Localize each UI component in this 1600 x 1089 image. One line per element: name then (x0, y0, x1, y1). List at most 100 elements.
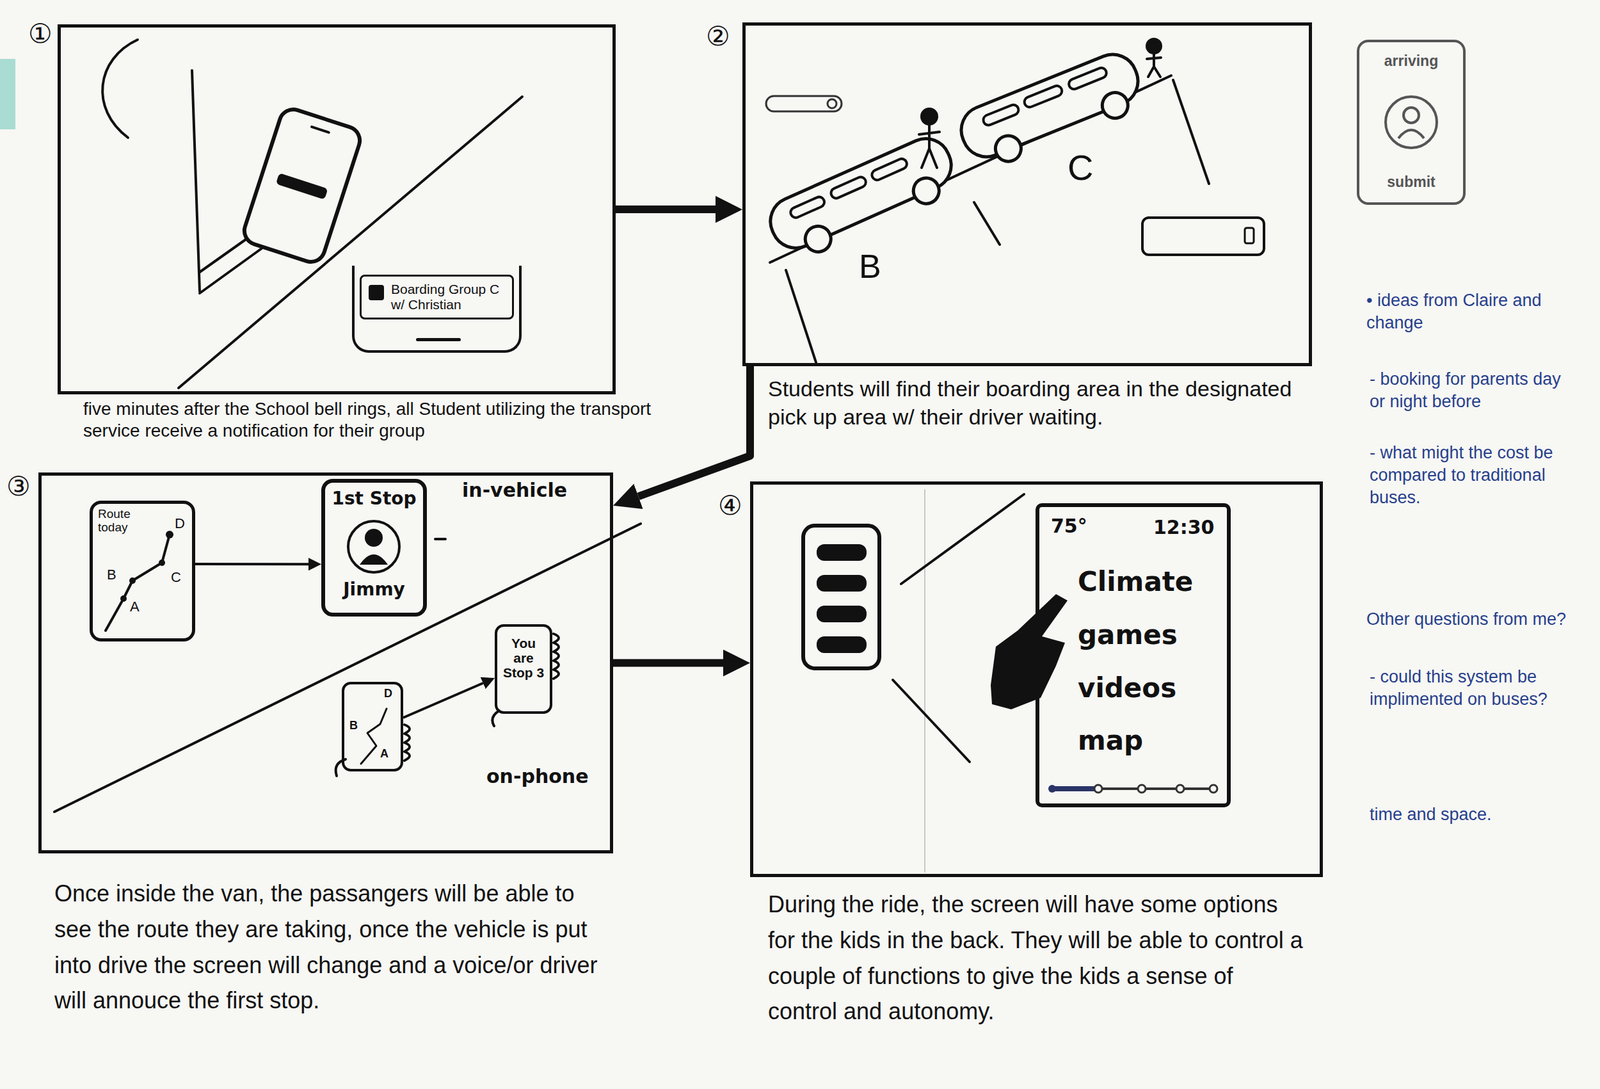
progress-stop (1048, 784, 1056, 793)
stop-letter: A (380, 746, 389, 761)
profile-body (1398, 129, 1424, 139)
dash-mark (435, 537, 446, 541)
profile-head (1403, 107, 1419, 123)
margin-note: - what might the cost be compared to tra… (1369, 441, 1591, 509)
screen-label: arriving (1359, 52, 1464, 71)
screen-box: Route todayDCBA (89, 500, 196, 642)
stop-letter: B (349, 718, 358, 733)
screen-label: submit (1359, 173, 1464, 192)
margin-note: • ideas from Claire and change (1366, 289, 1559, 335)
road-line (785, 270, 816, 363)
screen-box: 75°12:30Climategamesvideosmap (1035, 503, 1231, 808)
progress-stop (1094, 784, 1103, 793)
van (954, 47, 1151, 175)
stop-letter: D (384, 686, 393, 701)
screen-box: You are Stop 3 (494, 624, 553, 714)
screen-box: Boarding Group C w/ Christian (352, 265, 522, 353)
faint-slot (1142, 217, 1264, 255)
stop-letter: D (174, 515, 185, 532)
van-body (954, 47, 1146, 165)
avatar-ring (348, 520, 400, 573)
profile-icon (1385, 96, 1437, 148)
zoom-line (892, 679, 970, 762)
road-line (1173, 80, 1209, 184)
progress-stop (1176, 784, 1184, 793)
screen-title: 1st Stop (325, 487, 424, 510)
progress-track (1052, 787, 1214, 790)
van-window (981, 103, 1021, 127)
stop-letter: C (170, 568, 182, 586)
panel-caption: Students will find their boarding area i… (768, 374, 1293, 431)
van-window (1067, 66, 1108, 91)
avatar-head (364, 528, 383, 547)
route-dot (165, 530, 174, 539)
menu-bar (816, 544, 867, 561)
route-line (105, 534, 170, 631)
storyboard-panel: ①five minutes after the School bell ring… (19, 12, 711, 455)
margin-note: time and space. (1369, 803, 1588, 826)
route-dot (120, 595, 127, 602)
progress-stop (1209, 784, 1218, 793)
menu-bar (816, 574, 867, 592)
menu-bar (816, 636, 867, 653)
screen-box: arriving submit (1356, 39, 1466, 205)
status-text: 12:30 (1153, 515, 1215, 539)
figure-body (1146, 53, 1161, 77)
area-letter: B (858, 246, 882, 287)
hand-fingers (553, 633, 559, 679)
screen-graphic (1039, 506, 1235, 811)
figure-body (919, 124, 940, 168)
menu-phone (803, 525, 880, 669)
screen-title: Route today (97, 507, 146, 535)
panel-one-sketch (102, 39, 523, 388)
view-label: in-vehicle (462, 478, 568, 502)
phone-body (240, 105, 364, 265)
van-window (789, 195, 827, 219)
slot-knob (827, 99, 837, 109)
route-dot (158, 559, 166, 566)
screen-box: 1st StopJimmy (321, 478, 427, 617)
van-wheel (801, 222, 836, 256)
rider-name: Jimmy (325, 578, 424, 601)
panel-frame (57, 24, 616, 395)
app-icon (368, 284, 384, 301)
storyboard-panel: ② Students will find their boarding area … (700, 12, 1325, 471)
panel-three-sketch (54, 523, 641, 812)
figure-head (1146, 39, 1161, 54)
view-label: on-phone (486, 764, 589, 788)
menu-option: games (1077, 618, 1178, 651)
avatar-body (359, 554, 388, 565)
panel-number: ④ (718, 489, 743, 522)
panel-number: ① (28, 17, 53, 50)
van (762, 130, 964, 267)
flow-arrow (195, 562, 309, 566)
road-edge (769, 75, 1172, 263)
progress-stop (1137, 784, 1146, 793)
menu-option: videos (1077, 672, 1177, 704)
margin-note: - could this system be implimented on bu… (1369, 665, 1591, 711)
margin-note: - booking for parents day or night befor… (1369, 368, 1581, 413)
panel-frame (742, 22, 1312, 367)
route-dot (129, 577, 136, 584)
panel-caption: Once inside the van, the passangers will… (54, 875, 612, 1019)
panel-number: ② (705, 20, 731, 53)
seat-curve (102, 39, 138, 138)
menu-option: Climate (1077, 565, 1193, 598)
faint-slot (766, 96, 842, 112)
van-wheel (991, 131, 1025, 166)
phone-bar (275, 172, 329, 200)
panel-caption: During the ride, the screen will have so… (768, 886, 1306, 1030)
storyboard-panel: ④ During the ride, the screen will have s… (713, 473, 1325, 1082)
panel-two-sketch (762, 39, 1264, 363)
stick-figure (919, 108, 940, 168)
figure-head (921, 108, 937, 125)
flow-arrow (638, 366, 751, 496)
zoom-line (901, 494, 1024, 584)
flow-arrow (615, 205, 716, 214)
menu-option: map (1077, 724, 1144, 757)
pointing-hand (990, 593, 1068, 710)
van-window (1022, 84, 1064, 109)
panel-four-sketch (803, 489, 1068, 872)
divider-line (54, 523, 641, 812)
hand-fingers (404, 724, 410, 761)
